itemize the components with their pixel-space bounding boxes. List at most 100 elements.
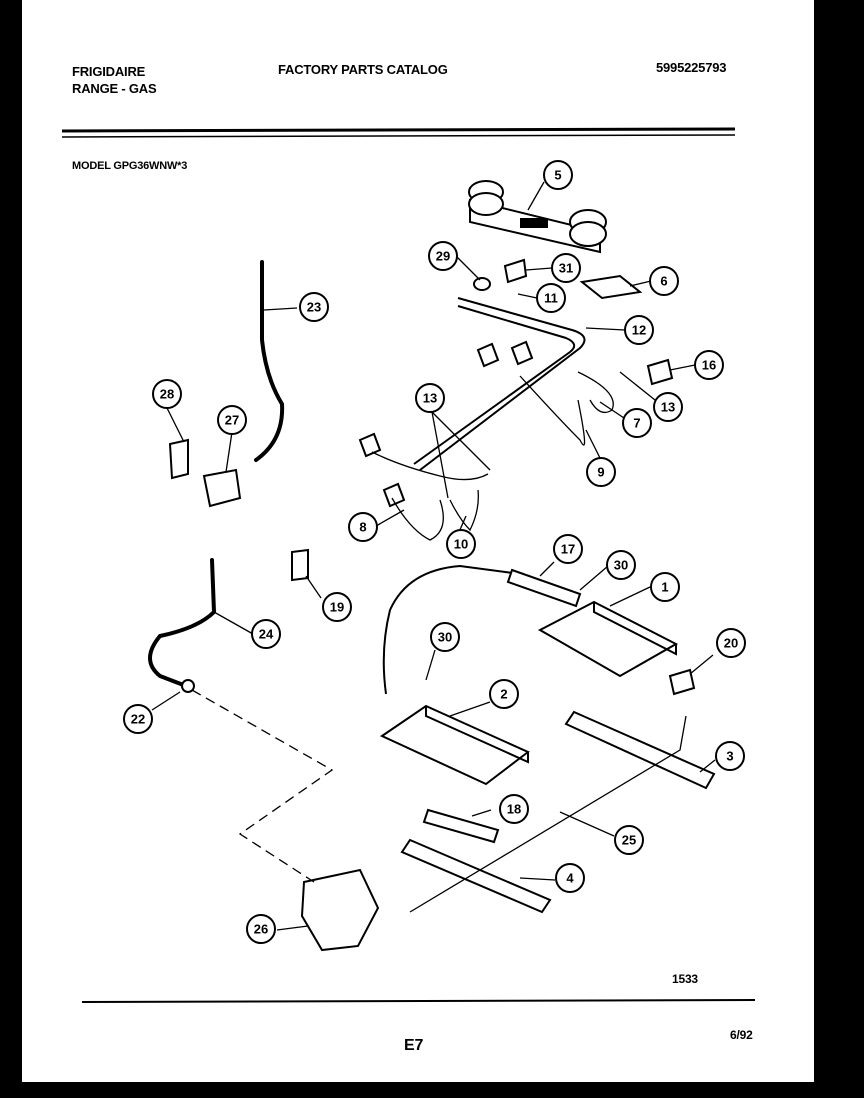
callout-26: 26 xyxy=(246,914,276,944)
callout-29: 29 xyxy=(428,241,458,271)
callout-25: 25 xyxy=(614,825,644,855)
svg-text:28: 28 xyxy=(160,387,174,402)
svg-text:1: 1 xyxy=(661,580,668,595)
callout-8: 8 xyxy=(348,512,378,542)
svg-text:11: 11 xyxy=(544,291,558,306)
callout-5: 5 xyxy=(543,160,573,190)
svg-text:18: 18 xyxy=(507,802,521,817)
callout-24: 24 xyxy=(251,619,281,649)
drawing-number: 1533 xyxy=(672,972,698,986)
svg-text:7: 7 xyxy=(633,416,640,431)
svg-text:30: 30 xyxy=(438,630,452,645)
svg-text:22: 22 xyxy=(131,712,145,727)
revision-date: 6/92 xyxy=(730,1028,753,1042)
svg-text:12: 12 xyxy=(632,323,646,338)
svg-text:31: 31 xyxy=(559,261,573,276)
catalog-number: 5995225793 xyxy=(656,60,727,75)
callout-9: 9 xyxy=(586,457,616,487)
callout-20: 20 xyxy=(716,628,746,658)
callout-22: 22 xyxy=(123,704,153,734)
igniter-18-part xyxy=(422,808,500,844)
valve-26-part xyxy=(300,868,380,952)
callout-31: 31 xyxy=(551,253,581,283)
callout-7: 7 xyxy=(622,408,652,438)
bracket-28-part xyxy=(168,438,189,480)
wire-13-part xyxy=(371,451,489,481)
wire-9-part xyxy=(519,375,586,446)
tube-24-part xyxy=(148,558,217,688)
catalog-sheet xyxy=(22,0,814,1082)
nut-29-part xyxy=(473,277,491,291)
callout-3: 3 xyxy=(715,741,745,771)
svg-text:6: 6 xyxy=(660,274,667,289)
wire-8-part xyxy=(391,497,444,541)
wire-7-part xyxy=(577,371,614,414)
burner-tube-4-part xyxy=(400,838,552,914)
callout-13-top: 13 xyxy=(415,383,445,413)
line-25-part xyxy=(409,715,687,913)
svg-text:23: 23 xyxy=(307,300,321,315)
callout-19: 19 xyxy=(322,592,352,622)
orifice-20-part xyxy=(668,668,696,696)
svg-text:4: 4 xyxy=(566,871,574,886)
svg-text:3: 3 xyxy=(726,749,733,764)
catalog-title: FACTORY PARTS CATALOG xyxy=(278,62,448,77)
svg-text:27: 27 xyxy=(225,413,239,428)
svg-text:20: 20 xyxy=(724,636,738,651)
product-type: RANGE - GAS xyxy=(72,81,157,96)
model-number: MODEL GPG36WNW*3 xyxy=(72,160,188,172)
page-number: E7 xyxy=(404,1037,424,1054)
burner-2-part xyxy=(379,704,530,786)
svg-text:13: 13 xyxy=(423,391,437,406)
callout-10: 10 xyxy=(446,529,476,559)
svg-text:26: 26 xyxy=(254,922,268,937)
plate-6-part xyxy=(579,274,643,300)
fitting-22-part xyxy=(181,679,195,693)
svg-text:13: 13 xyxy=(661,400,675,415)
callout-17: 17 xyxy=(553,534,583,564)
callout-13-right: 13 xyxy=(653,392,683,422)
regulator-27-part xyxy=(202,468,242,508)
footer-rule xyxy=(81,999,756,1003)
burner-1-part xyxy=(537,600,679,678)
svg-text:25: 25 xyxy=(622,833,636,848)
callouts: 1 2 3 4 5 6 7 8 9 10 11 12 13 13 16 17 1… xyxy=(123,160,746,944)
block-19-part xyxy=(291,548,309,582)
svg-text:10: 10 xyxy=(454,537,468,552)
valve-manifold-part xyxy=(468,180,607,254)
svg-text:5: 5 xyxy=(554,168,561,183)
callout-30-left: 30 xyxy=(430,622,460,652)
callout-1: 1 xyxy=(650,572,680,602)
callout-2: 2 xyxy=(489,679,519,709)
bracket-31-part xyxy=(503,258,528,284)
svg-text:29: 29 xyxy=(436,249,450,264)
svg-text:8: 8 xyxy=(359,520,366,535)
brand-name: FRIGIDAIRE xyxy=(72,64,146,79)
burner-valves-part xyxy=(358,340,534,508)
manifold-pipe-part xyxy=(413,297,586,471)
connection-dashed-line xyxy=(191,689,334,883)
callout-6: 6 xyxy=(649,266,679,296)
svg-text:17: 17 xyxy=(561,542,575,557)
svg-text:9: 9 xyxy=(597,465,604,480)
clip-16-part xyxy=(646,358,674,386)
callout-4: 4 xyxy=(555,863,585,893)
leader-lines xyxy=(151,181,716,931)
svg-text:2: 2 xyxy=(500,687,507,702)
callout-27: 27 xyxy=(217,405,247,435)
svg-text:19: 19 xyxy=(330,600,344,615)
header-rule xyxy=(61,127,736,138)
tube-23-part xyxy=(254,260,285,462)
svg-text:16: 16 xyxy=(702,358,716,373)
callout-28: 28 xyxy=(152,379,182,409)
thermo-line-17-part xyxy=(382,564,521,695)
wire-10-part xyxy=(449,489,479,532)
callout-16: 16 xyxy=(694,350,724,380)
thermo-bulb-17-part xyxy=(506,568,582,608)
callout-30-right: 30 xyxy=(606,550,636,580)
callout-11: 11 xyxy=(536,283,566,313)
callout-12: 12 xyxy=(624,315,654,345)
callout-23: 23 xyxy=(299,292,329,322)
callout-18: 18 xyxy=(499,794,529,824)
